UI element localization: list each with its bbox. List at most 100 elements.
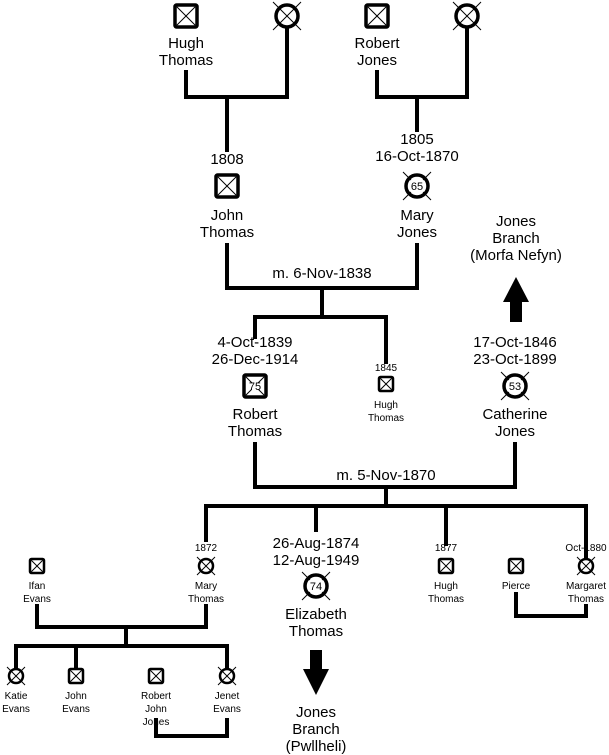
branch-label-line: (Pwllheli) xyxy=(285,738,347,755)
person-dates: Oct-1880 xyxy=(565,542,606,555)
name-part: Mary xyxy=(194,581,218,592)
birth-date: 1845 xyxy=(374,363,398,374)
name-part: Robert xyxy=(232,406,278,423)
marriage-date: m. 5-Nov-1870 xyxy=(336,467,436,484)
name-part: Robert xyxy=(140,691,172,702)
name-part: John xyxy=(65,691,87,702)
male-square-icon[interactable] xyxy=(146,666,166,686)
name-part: Catherine xyxy=(482,406,548,423)
male-square-icon[interactable] xyxy=(212,171,242,201)
name-part: Jones xyxy=(356,52,398,69)
name-part: Evans xyxy=(23,594,51,605)
female-circle-icon[interactable] xyxy=(452,1,482,31)
name-part: Thomas xyxy=(427,594,465,605)
male-square-icon[interactable] xyxy=(376,374,396,394)
marriage-date: m. 6-Nov-1838 xyxy=(272,265,372,282)
name-part: Jenet xyxy=(214,691,240,702)
male-square-icon[interactable] xyxy=(506,556,526,576)
person-dates: 1808 xyxy=(210,151,243,168)
name-part: Ifan xyxy=(28,581,46,592)
age-at-death: 65 xyxy=(411,181,423,193)
name-part: Hugh xyxy=(434,581,458,592)
name-part: Thomas xyxy=(567,594,605,605)
male-square-icon[interactable] xyxy=(436,556,456,576)
birth-date: 1805 xyxy=(400,131,434,148)
branch-label-line: Branch xyxy=(292,721,340,738)
female-circle-icon[interactable] xyxy=(217,666,237,686)
female-circle-icon[interactable] xyxy=(6,666,26,686)
name-part: Thomas xyxy=(227,423,283,440)
name-part: Evans xyxy=(62,704,90,715)
branch-label-line: Jones xyxy=(495,213,537,230)
couple-line-ifan-mary xyxy=(35,604,208,629)
female-circle-icon[interactable] xyxy=(576,556,596,576)
female-circle-icon[interactable]: 53 xyxy=(500,371,530,401)
name-part: Elizabeth xyxy=(285,606,347,623)
name-part: Hugh xyxy=(168,35,204,52)
age-at-death: 75 xyxy=(249,381,261,393)
death-date: 12-Aug-1949 xyxy=(272,552,360,569)
name-part: Jones xyxy=(494,423,536,440)
person-dates: 1845 xyxy=(375,362,397,375)
name-part: Robert xyxy=(354,35,400,52)
name-part: John xyxy=(145,704,167,715)
name-part: Katie xyxy=(4,691,28,702)
male-square-icon[interactable] xyxy=(171,1,201,31)
arrow-down-icon xyxy=(303,650,329,695)
branch-label-line: Branch xyxy=(492,230,540,247)
person-dates: 1872 xyxy=(195,542,217,555)
birth-date: 26-Aug-1874 xyxy=(272,535,360,552)
male-square-icon[interactable] xyxy=(66,666,86,686)
birth-date: 17-Oct-1846 xyxy=(473,334,557,351)
name-part: John xyxy=(210,207,244,224)
female-circle-icon[interactable] xyxy=(272,1,302,31)
name-part: Jones xyxy=(396,224,438,241)
female-circle-icon[interactable] xyxy=(196,556,216,576)
death-date: 23-Oct-1899 xyxy=(473,351,557,368)
male-square-icon[interactable] xyxy=(362,1,392,31)
branch-label-line: (Morfa Nefyn) xyxy=(470,247,562,264)
name-part: Evans xyxy=(213,704,241,715)
birth-date: 4-Oct-1839 xyxy=(217,334,293,351)
name-part: Margaret xyxy=(565,581,607,592)
birth-date: 1877 xyxy=(434,543,458,554)
age-at-death: 53 xyxy=(509,381,521,393)
male-square-icon[interactable] xyxy=(27,556,47,576)
person-dates: 1877 xyxy=(435,542,457,555)
name-part: Thomas xyxy=(367,413,405,424)
person-name: Pierce xyxy=(502,580,530,593)
age-at-death: 74 xyxy=(310,581,322,593)
name-part: Jones xyxy=(142,717,170,728)
couple-line-hugh-thomas xyxy=(184,28,289,99)
name-part: Thomas xyxy=(199,224,255,241)
name-part: Thomas xyxy=(288,623,344,640)
name-part: Evans xyxy=(2,704,30,715)
male-square-icon[interactable]: 75 xyxy=(240,371,270,401)
birth-date: 1872 xyxy=(194,543,218,554)
female-circle-icon[interactable]: 74 xyxy=(301,571,331,601)
female-circle-icon[interactable]: 65 xyxy=(402,171,432,201)
couple-line-pierce-margaret xyxy=(514,592,588,618)
name-part: Pierce xyxy=(501,581,531,592)
arrow-up-icon xyxy=(503,277,529,322)
name-part: Hugh xyxy=(374,400,398,411)
